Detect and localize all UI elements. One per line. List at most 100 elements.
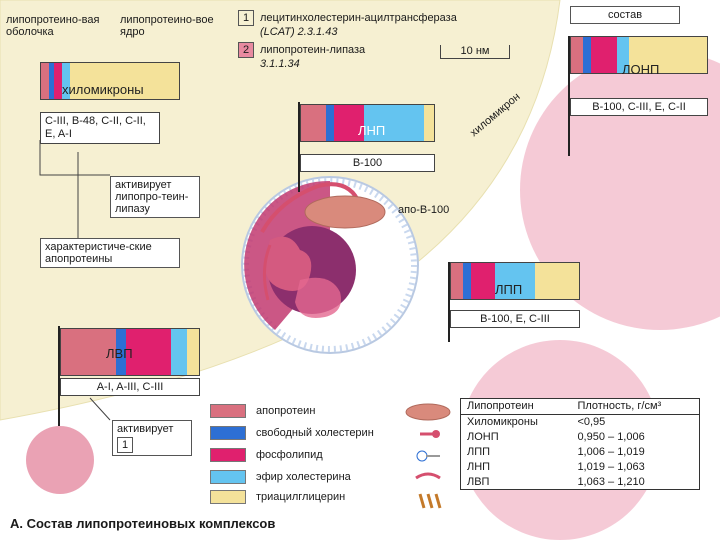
- apoprotein-icon: [405, 403, 451, 421]
- segment-apoprotein: [41, 63, 49, 99]
- legend-label: апопротеин: [256, 405, 316, 417]
- ester-icon: [415, 472, 441, 480]
- phospholipid-icon: [416, 450, 428, 462]
- legend-item-cholesterol-ester: эфир холестерина: [210, 470, 351, 484]
- triacylglycerol-icon: [418, 493, 442, 509]
- segment-cholesterol-ester: [617, 37, 629, 73]
- hdl-pole: [58, 326, 60, 426]
- chylomicron-apos: C-III, B-48, C-II, C-II, E, A-I: [40, 112, 160, 144]
- vldl-pole: [568, 36, 570, 156]
- ldl-particle-model: [241, 176, 419, 354]
- segment-apoprotein: [61, 329, 116, 375]
- vldl-composition-bar: [570, 36, 708, 74]
- idl-composition-bar: [450, 262, 580, 300]
- table-row: ЛВП 1,063 – 1,210: [461, 474, 699, 489]
- density-cell: 1,019 – 1,063: [577, 460, 645, 473]
- table-row: ЛНП 1,019 – 1,063: [461, 459, 699, 474]
- segment-free-cholesterol: [49, 63, 54, 99]
- hdl-apos: A-I, A-III, C-III: [60, 378, 200, 396]
- vldl-particle: [520, 50, 720, 330]
- vldl-apos: B-100, C-III, E, C-II: [570, 98, 708, 116]
- legend-item-triacylglycerol: триацилглицерин: [210, 490, 345, 504]
- segment-triacylglycerol: [424, 105, 434, 141]
- legend-label: триацилглицерин: [256, 491, 346, 503]
- apo-b100-label: апо-B-100: [398, 204, 450, 216]
- segment-phospholipid: [471, 263, 495, 299]
- scale-bar: 10 нм: [440, 45, 510, 59]
- hdl-particle: [26, 426, 94, 494]
- ldl-apos: B-100: [300, 154, 435, 172]
- density-cell: ЛВП: [467, 475, 490, 488]
- apoprotein-swatch: [210, 404, 246, 418]
- segment-apoprotein: [571, 37, 583, 73]
- segment-phospholipid: [126, 329, 171, 375]
- legend-item-phospholipid: фосфолипид: [210, 448, 323, 462]
- chylomicron-composition-bar: [40, 62, 180, 100]
- segment-triacylglycerol: [535, 263, 579, 299]
- segment-triacylglycerol: [629, 37, 707, 73]
- segment-phospholipid: [54, 63, 62, 99]
- density-header-lipoprotein: Липопротеин: [467, 400, 534, 413]
- enzyme-2-code: 3.1.1.34: [260, 58, 300, 70]
- activates-lpl-note: активирует липопро-теин-липазу: [110, 176, 200, 218]
- free-cholesterol-swatch: [210, 426, 246, 440]
- density-cell: 1,063 – 1,210: [577, 475, 645, 488]
- density-cell: ЛПП: [467, 445, 491, 458]
- legend-label: эфир холестерина: [256, 471, 351, 483]
- legend-item-free-cholesterol: свободный холестерин: [210, 426, 374, 440]
- density-table: Липопротеин Плотность, г/см³ Хиломикроны…: [460, 398, 700, 490]
- legend-label: свободный холестерин: [256, 427, 374, 439]
- triacylglycerol-swatch: [210, 490, 246, 504]
- segment-triacylglycerol: [187, 329, 199, 375]
- activates-lcat-note: активирует 1: [112, 420, 192, 456]
- idl-apos: B-100, E, C-III: [450, 310, 580, 328]
- segment-cholesterol-ester: [495, 263, 535, 299]
- segment-free-cholesterol: [326, 105, 334, 141]
- segment-phospholipid: [591, 37, 617, 73]
- activates-badge: 1: [117, 437, 133, 453]
- cholesterol-ester-swatch: [210, 470, 246, 484]
- segment-free-cholesterol: [463, 263, 471, 299]
- segment-cholesterol-ester: [62, 63, 70, 99]
- density-header-density: Плотность, г/см³: [577, 400, 662, 413]
- segment-free-cholesterol: [583, 37, 591, 73]
- density-cell: Хиломикроны: [467, 415, 538, 428]
- composition-callout: состав: [570, 6, 680, 24]
- segment-apoprotein: [451, 263, 463, 299]
- ldl-composition-bar: [300, 104, 435, 142]
- phospholipid-swatch: [210, 448, 246, 462]
- segment-cholesterol-ester: [364, 105, 424, 141]
- characteristic-apos-note: характеристиче-ские апопротеины: [40, 238, 180, 268]
- vldl-name: ЛОНП: [622, 62, 660, 77]
- core-label: липопротеино-вое ядро: [120, 14, 214, 38]
- segment-apoprotein: [301, 105, 326, 141]
- segment-free-cholesterol: [116, 329, 126, 375]
- density-cell: ЛОНП: [467, 430, 499, 443]
- activates-text: активирует: [117, 423, 174, 435]
- ldl-pole: [298, 102, 300, 192]
- density-cell: 1,006 – 1,019: [577, 445, 645, 458]
- legend-item-apoprotein: апопротеин: [210, 404, 315, 418]
- density-cell: 0,950 – 1,006: [577, 430, 645, 443]
- figure-caption: А. Состав липопротеиновых комплексов: [10, 516, 276, 531]
- segment-cholesterol-ester: [171, 329, 187, 375]
- ldl-name: ЛНП: [358, 123, 386, 138]
- scale-label: 10 нм: [460, 45, 490, 57]
- legend-label: фосфолипид: [256, 449, 323, 461]
- enzyme-1-number: 1: [238, 10, 254, 26]
- enzyme-2: 2 липопротеин-липаза 3.1.1.34: [238, 42, 558, 70]
- density-cell: ЛНП: [467, 460, 491, 473]
- idl-name: ЛПП: [495, 282, 523, 297]
- enzyme-2-number: 2: [238, 42, 254, 58]
- segment-triacylglycerol: [70, 63, 179, 99]
- table-row: ЛПП 1,006 – 1,019: [461, 444, 699, 459]
- shell-label: липопротеино-вая оболочка: [6, 14, 100, 38]
- hdl-name: ЛВП: [106, 346, 133, 361]
- enzyme-1-code: (LCAT) 2.3.1.43: [260, 26, 338, 38]
- segment-phospholipid: [334, 105, 364, 141]
- density-cell: <0,95: [577, 415, 606, 428]
- molecule-icons: [405, 403, 451, 509]
- enzyme-2-name: липопротеин-липаза: [260, 44, 366, 56]
